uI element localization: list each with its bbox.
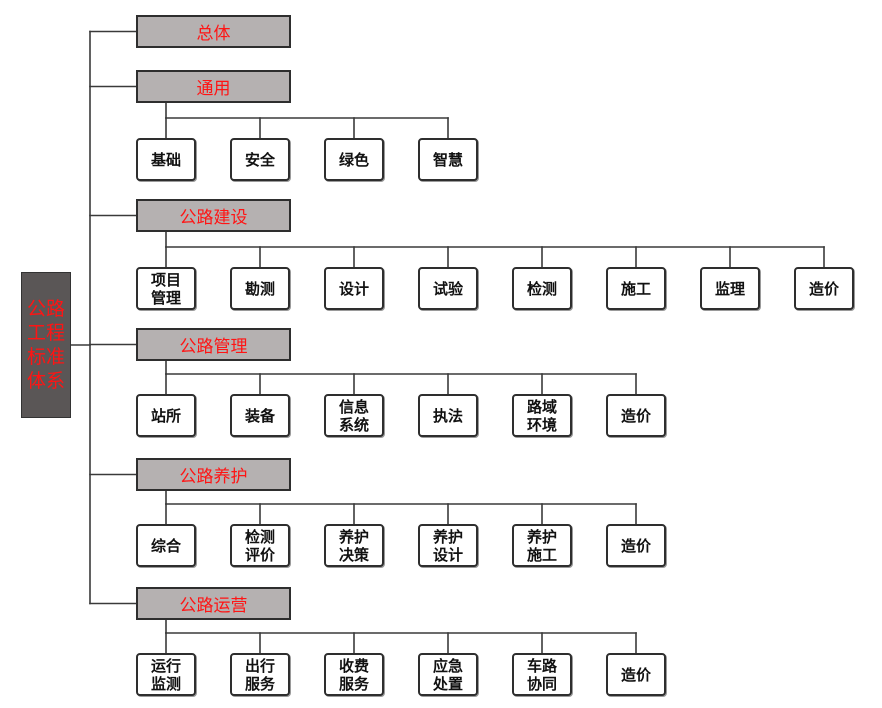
child-node: 装备 bbox=[230, 394, 290, 437]
category-node: 通用 bbox=[136, 70, 291, 103]
child-node: 车路协同 bbox=[512, 653, 572, 696]
child-node: 智慧 bbox=[418, 138, 478, 181]
child-node: 监理 bbox=[700, 267, 760, 310]
child-node: 试验 bbox=[418, 267, 478, 310]
child-node: 检测评价 bbox=[230, 524, 290, 567]
child-node: 运行监测 bbox=[136, 653, 196, 696]
child-label: 路域环境 bbox=[526, 397, 557, 434]
child-label: 监理 bbox=[714, 279, 745, 298]
child-node: 收费服务 bbox=[324, 653, 384, 696]
child-label: 试验 bbox=[432, 279, 463, 298]
child-node: 安全 bbox=[230, 138, 290, 181]
child-label: 基础 bbox=[150, 150, 181, 169]
child-label: 施工 bbox=[620, 279, 651, 298]
category-label: 公路管理 bbox=[179, 337, 248, 357]
child-node: 设计 bbox=[324, 267, 384, 310]
child-label: 绿色 bbox=[338, 150, 369, 169]
child-label: 设计 bbox=[338, 279, 369, 298]
category-label: 总体 bbox=[196, 24, 231, 44]
category-node: 公路建设 bbox=[136, 199, 291, 232]
child-node: 养护决策 bbox=[324, 524, 384, 567]
child-label: 造价 bbox=[620, 536, 651, 555]
child-node: 检测 bbox=[512, 267, 572, 310]
child-label: 运行监测 bbox=[150, 656, 181, 693]
child-node: 综合 bbox=[136, 524, 196, 567]
child-label: 收费服务 bbox=[338, 656, 369, 693]
child-label: 装备 bbox=[244, 406, 275, 425]
category-node: 公路管理 bbox=[136, 328, 291, 361]
child-node: 养护设计 bbox=[418, 524, 478, 567]
child-label: 执法 bbox=[432, 406, 463, 425]
child-node: 站所 bbox=[136, 394, 196, 437]
child-label: 智慧 bbox=[432, 150, 463, 169]
child-label: 养护施工 bbox=[526, 527, 557, 564]
child-node: 出行服务 bbox=[230, 653, 290, 696]
child-node: 应急处置 bbox=[418, 653, 478, 696]
category-node: 公路运营 bbox=[136, 587, 291, 620]
child-label: 养护决策 bbox=[338, 527, 369, 564]
child-label: 项目管理 bbox=[150, 270, 181, 307]
child-label: 造价 bbox=[620, 665, 651, 684]
child-node: 路域环境 bbox=[512, 394, 572, 437]
root-node: 公路工程标准体系 bbox=[21, 272, 71, 418]
child-label: 勘测 bbox=[244, 279, 275, 298]
child-node: 造价 bbox=[606, 524, 666, 567]
category-label: 公路运营 bbox=[179, 596, 248, 616]
child-label: 检测评价 bbox=[244, 527, 275, 564]
child-label: 造价 bbox=[808, 279, 839, 298]
child-node: 造价 bbox=[606, 653, 666, 696]
category-label: 通用 bbox=[196, 79, 231, 99]
child-label: 造价 bbox=[620, 406, 651, 425]
child-label: 出行服务 bbox=[244, 656, 275, 693]
child-node: 养护施工 bbox=[512, 524, 572, 567]
child-label: 车路协同 bbox=[526, 656, 557, 693]
child-node: 信息系统 bbox=[324, 394, 384, 437]
child-label: 安全 bbox=[244, 150, 275, 169]
child-label: 站所 bbox=[150, 406, 181, 425]
root-label: 公路工程标准体系 bbox=[26, 298, 65, 392]
child-label: 养护设计 bbox=[432, 527, 463, 564]
child-node: 勘测 bbox=[230, 267, 290, 310]
child-node: 绿色 bbox=[324, 138, 384, 181]
child-node: 基础 bbox=[136, 138, 196, 181]
child-label: 综合 bbox=[150, 536, 181, 555]
child-node: 施工 bbox=[606, 267, 666, 310]
child-label: 检测 bbox=[526, 279, 557, 298]
child-node: 项目管理 bbox=[136, 267, 196, 310]
child-node: 执法 bbox=[418, 394, 478, 437]
child-node: 造价 bbox=[794, 267, 854, 310]
child-node: 造价 bbox=[606, 394, 666, 437]
child-label: 应急处置 bbox=[432, 656, 463, 693]
category-node: 总体 bbox=[136, 15, 291, 48]
category-node: 公路养护 bbox=[136, 458, 291, 491]
category-label: 公路建设 bbox=[179, 208, 248, 228]
child-label: 信息系统 bbox=[338, 397, 369, 434]
category-label: 公路养护 bbox=[179, 467, 248, 487]
